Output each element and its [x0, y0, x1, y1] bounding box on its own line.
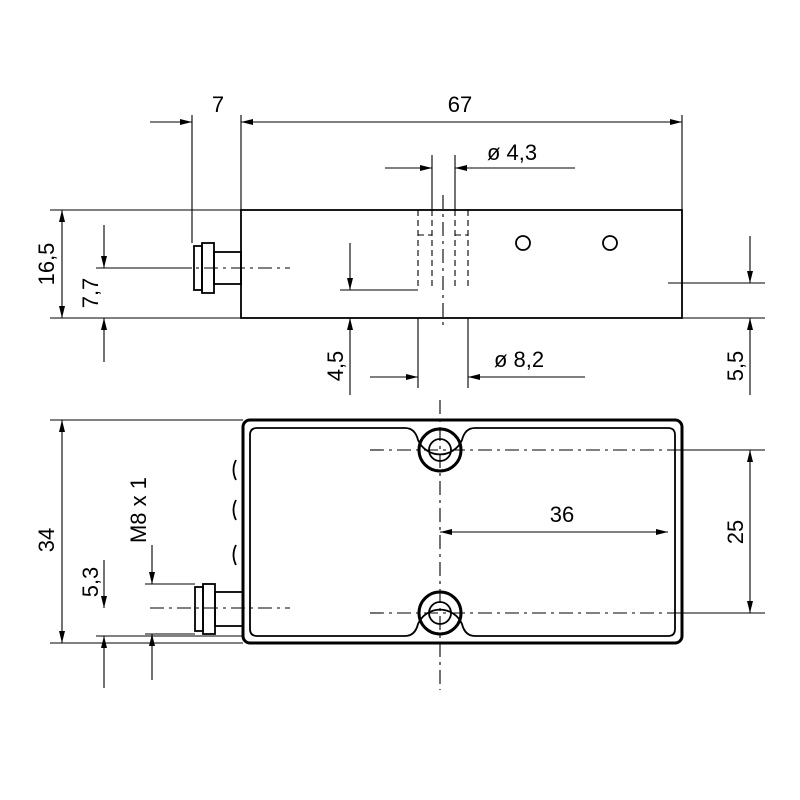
dim-hole-large: ø 8,2 [494, 347, 544, 372]
dim-connector-height: 7,7 [78, 278, 103, 309]
hole-icon [602, 235, 618, 251]
dim-width: 34 [34, 528, 59, 552]
dim-hole-offset: 36 [550, 502, 574, 527]
hole-icon [515, 235, 531, 251]
dim-hole-spacing-v: 25 [723, 520, 748, 544]
bottom-view: 34 25 36 M8 x 1 5,3 [34, 400, 765, 690]
dim-height: 16,5 [34, 243, 59, 286]
dim-length: 67 [448, 92, 472, 117]
dim-thread: M8 x 1 [126, 477, 151, 543]
dim-counterbore: 4,5 [323, 351, 348, 382]
dim-side: 5,5 [723, 351, 748, 382]
connector-icon [194, 583, 244, 635]
dim-connector-offset: 5,3 [78, 567, 103, 598]
top-view: 7 67 ø 4,3 ø 8,2 4,5 16,5 7,7 5,5 [34, 92, 765, 395]
dim-hole-small: ø 4,3 [487, 140, 537, 165]
housing-front [241, 418, 684, 645]
dim-connector: 7 [212, 92, 224, 117]
inner-outline [249, 427, 676, 637]
housing-side [240, 209, 683, 319]
